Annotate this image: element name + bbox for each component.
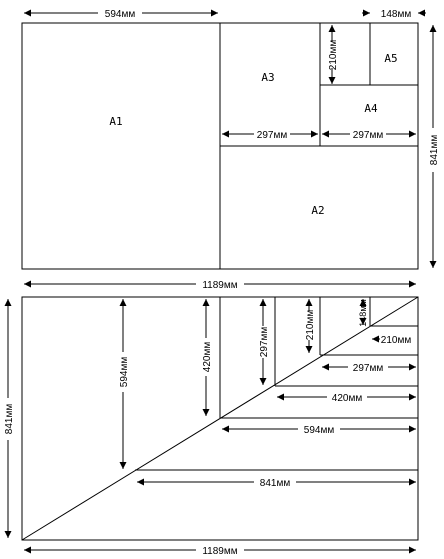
label-a2: A2 bbox=[311, 204, 324, 217]
dim-label-210: 210мм bbox=[328, 40, 339, 71]
dim-label-841-left: 841мм bbox=[4, 404, 15, 435]
dim-label-1189-top: 1189мм bbox=[202, 280, 237, 291]
dim-label-148-v: 148мм bbox=[358, 299, 368, 326]
bottom-diagram: 841мм 594мм 420мм 297мм 210мм 148мм 210м… bbox=[4, 296, 419, 557]
dim-label-297-a3: 297мм bbox=[257, 130, 288, 141]
top-diagram: A1 A2 A3 A4 A5 594мм 148мм 210мм 297мм 2… bbox=[21, 9, 440, 291]
dim-label-841-top: 841мм bbox=[429, 135, 440, 166]
dim-label-420-h: 420мм bbox=[332, 393, 363, 404]
label-a3: A3 bbox=[261, 71, 274, 84]
dim-label-297-h: 297мм bbox=[353, 363, 384, 374]
dim-label-210-v: 210мм bbox=[305, 310, 316, 341]
dim-label-297-a4: 297мм bbox=[353, 130, 384, 141]
label-a4: A4 bbox=[364, 102, 378, 115]
dim-label-841-h: 841мм bbox=[260, 478, 291, 489]
dim-label-297-v: 297мм bbox=[259, 327, 270, 358]
dim-label-594: 594мм bbox=[105, 9, 136, 20]
dim-label-148: 148мм bbox=[381, 9, 412, 20]
dim-label-1189-bottom: 1189мм bbox=[202, 546, 237, 557]
dim-label-420-v: 420мм bbox=[202, 342, 213, 373]
dim-label-594-v: 594мм bbox=[119, 357, 130, 388]
dim-label-594-h: 594мм bbox=[304, 425, 335, 436]
label-a1: A1 bbox=[109, 115, 122, 128]
label-a5: A5 bbox=[384, 52, 397, 65]
dim-label-210-h: 210мм bbox=[381, 335, 412, 346]
